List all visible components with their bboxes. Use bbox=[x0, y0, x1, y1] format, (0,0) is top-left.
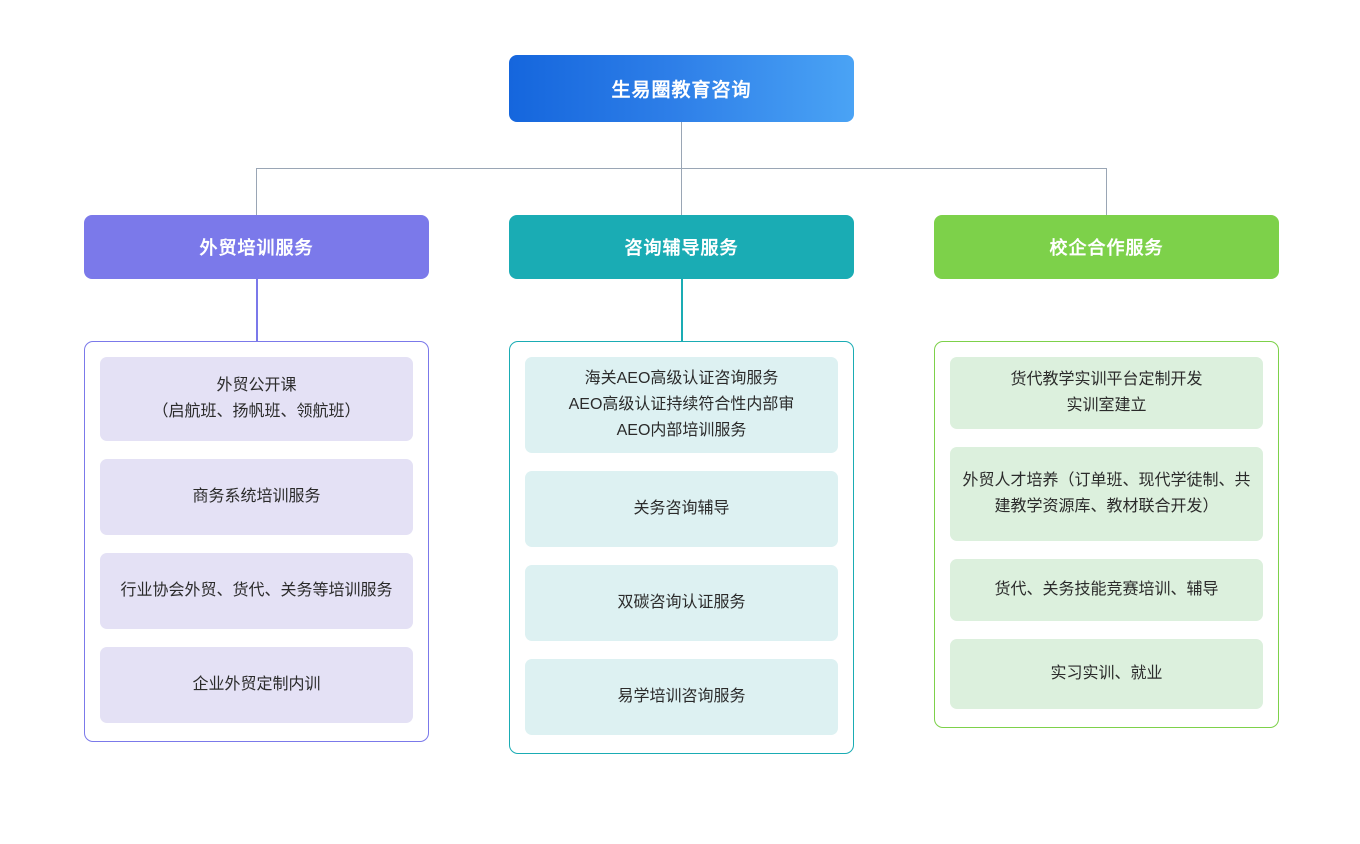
connector-stub-branch-2 bbox=[681, 278, 683, 342]
service-card[interactable]: 外贸公开课 （启航班、扬帆班、领航班） bbox=[100, 357, 413, 441]
branch-header-1-label: 外贸培训服务 bbox=[199, 238, 314, 258]
root-node[interactable]: 生易圈教育咨询 bbox=[509, 55, 854, 122]
service-card[interactable]: 货代教学实训平台定制开发 实训室建立 bbox=[950, 357, 1263, 429]
service-card[interactable]: 双碳咨询认证服务 bbox=[525, 565, 838, 641]
branch-column-3: 校企合作服务 货代教学实训平台定制开发 实训室建立 外贸人才培养（订单班、现代学… bbox=[934, 215, 1279, 728]
service-card[interactable]: 货代、关务技能竞赛培训、辅导 bbox=[950, 559, 1263, 621]
connector-drop-branch-2 bbox=[681, 168, 683, 215]
branch-panel-1: 外贸公开课 （启航班、扬帆班、领航班） 商务系统培训服务 行业协会外贸、货代、关… bbox=[84, 341, 429, 742]
service-card[interactable]: 企业外贸定制内训 bbox=[100, 647, 413, 723]
connector-drop-branch-3 bbox=[1106, 168, 1108, 215]
branch-header-1[interactable]: 外贸培训服务 bbox=[84, 215, 429, 279]
connector-drop-branch-1 bbox=[256, 168, 258, 215]
branch-header-2[interactable]: 咨询辅导服务 bbox=[509, 215, 854, 279]
service-card[interactable]: 海关AEO高级认证咨询服务 AEO高级认证持续符合性内部审 AEO内部培训服务 bbox=[525, 357, 838, 453]
service-card[interactable]: 商务系统培训服务 bbox=[100, 459, 413, 535]
service-card[interactable]: 实习实训、就业 bbox=[950, 639, 1263, 709]
service-card[interactable]: 关务咨询辅导 bbox=[525, 471, 838, 547]
branch-column-1: 外贸培训服务 外贸公开课 （启航班、扬帆班、领航班） 商务系统培训服务 行业协会… bbox=[84, 215, 429, 742]
service-card[interactable]: 行业协会外贸、货代、关务等培训服务 bbox=[100, 553, 413, 629]
connector-root-stem bbox=[681, 122, 683, 169]
branch-header-3-label: 校企合作服务 bbox=[1049, 238, 1164, 258]
branch-panel-2: 海关AEO高级认证咨询服务 AEO高级认证持续符合性内部审 AEO内部培训服务 … bbox=[509, 341, 854, 754]
branch-panel-3: 货代教学实训平台定制开发 实训室建立 外贸人才培养（订单班、现代学徒制、共建教学… bbox=[934, 341, 1279, 728]
branch-column-2: 咨询辅导服务 海关AEO高级认证咨询服务 AEO高级认证持续符合性内部审 AEO… bbox=[509, 215, 854, 754]
service-card[interactable]: 外贸人才培养（订单班、现代学徒制、共建教学资源库、教材联合开发） bbox=[950, 447, 1263, 541]
branch-header-2-label: 咨询辅导服务 bbox=[624, 238, 739, 258]
connector-stub-branch-1 bbox=[256, 278, 258, 342]
root-node-label: 生易圈教育咨询 bbox=[611, 80, 752, 101]
branch-header-3[interactable]: 校企合作服务 bbox=[934, 215, 1279, 279]
service-card[interactable]: 易学培训咨询服务 bbox=[525, 659, 838, 735]
